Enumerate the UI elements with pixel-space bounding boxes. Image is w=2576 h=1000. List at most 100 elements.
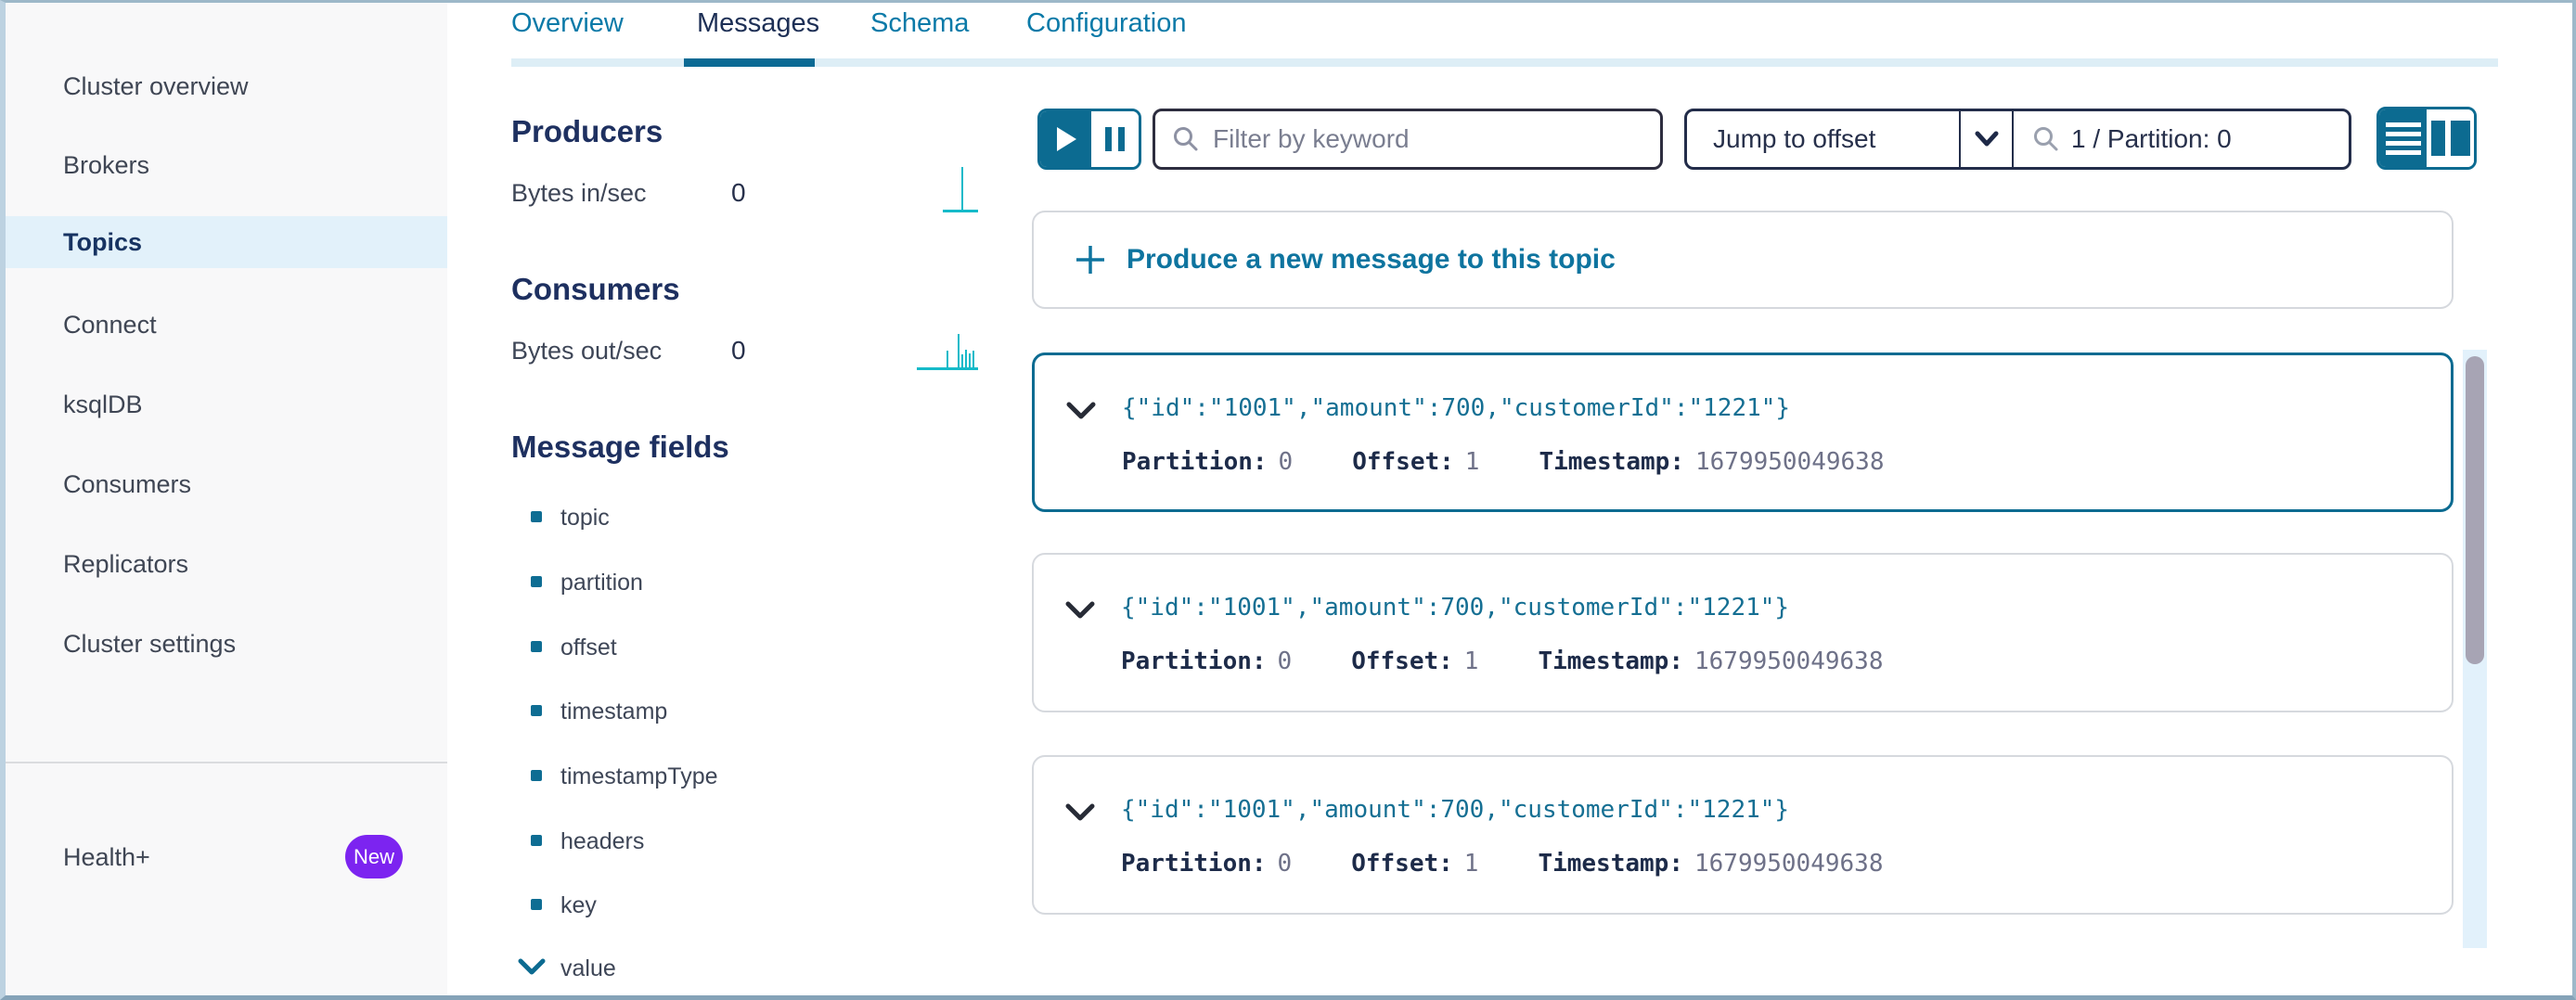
field-label: offset [560,635,617,660]
jump-to-offset-select[interactable]: Jump to offset [1687,111,1959,167]
sidebar-item-label: Cluster overview [63,72,249,100]
new-badge: New [345,835,403,878]
bytes-in-label: Bytes in/sec [511,179,647,207]
sidebar-item-connect[interactable]: Connect [6,299,447,351]
jump-to-offset-chevron[interactable] [1959,111,2014,167]
chevron-down-icon [1975,131,1998,147]
chevron-down-icon[interactable] [517,956,547,981]
tab-configuration[interactable]: Configuration [1026,8,1187,38]
field-label: partition [560,570,643,596]
field-row-offset[interactable]: offset [511,634,975,663]
message-json: {"id":"1001","amount":700,"customerId":"… [1121,796,1790,824]
sidebar-item-label: Cluster settings [63,630,237,658]
jump-to-offset-label: Jump to offset [1713,124,1876,153]
filter-input[interactable] [1213,124,1643,154]
split-view-icon [2430,121,2470,156]
sidebar-item-label: Consumers [63,470,192,498]
timestamp-value: 1679950049638 [1694,647,1884,675]
sidebar-item-label: Brokers [63,151,150,179]
search-icon [2034,127,2058,151]
bytes-in-value: 0 [731,178,746,207]
sidebar-item-cluster-settings[interactable]: Cluster settings [6,618,447,670]
list-view-icon [2385,122,2421,155]
sidebar-item-replicators[interactable]: Replicators [6,538,447,590]
tab-underline-track [511,58,2498,67]
timestamp-label: Timestamp: [1539,448,1684,476]
message-meta: Partition:0 Offset:1 Timestamp:167995004… [1121,647,1883,675]
scrollbar-thumb[interactable] [2466,356,2484,664]
offset-partition-input[interactable] [2071,124,2340,154]
field-label: headers [560,828,645,854]
partition-value: 0 [1277,647,1293,675]
message-card[interactable]: {"id":"1001","amount":700,"customerId":"… [1032,755,2454,915]
field-bullet-icon [531,705,542,716]
field-row-timestamp[interactable]: timestamp [511,698,975,727]
offset-value: 1 [1463,647,1479,675]
chevron-down-icon[interactable] [1064,400,1098,427]
view-mode-toggle [2376,107,2477,170]
field-label: value [560,955,616,981]
message-meta: Partition: 0 Offset: 1 Timestamp: 167995004… [1121,850,1883,878]
tab-schema[interactable]: Schema [870,8,970,38]
tab-overview[interactable]: Overview [511,8,624,38]
sidebar-item-consumers[interactable]: Consumers [6,458,447,510]
producers-heading: Producers [511,114,663,148]
field-row-headers[interactable]: headers [511,827,975,857]
field-label: timestamp [560,699,668,724]
sidebar-item-cluster-overview[interactable]: Cluster overview [6,60,447,112]
partition-value: 0 [1277,850,1293,878]
message-card[interactable]: {"id":"1001","amount":700,"customerId":"… [1032,353,2454,512]
field-row-partition[interactable]: partition [511,569,975,598]
sidebar-item-healthplus[interactable]: Health+ [63,843,150,871]
partition-label: Partition: [1122,448,1268,476]
message-fields-heading: Message fields [511,429,729,464]
produce-message-label: Produce a new message to this topic [1127,244,1616,275]
field-bullet-icon [531,641,542,652]
sidebar-item-label: Replicators [63,550,189,578]
timestamp-value: 1679950049638 [1694,448,1885,476]
partition-label: Partition: [1121,850,1267,878]
sidebar-item-label: Topics [63,228,143,256]
sidebar-divider [6,762,447,763]
offset-label: Offset: [1351,850,1453,878]
timestamp-value: 1679950049638 [1694,850,1884,878]
pause-icon [1105,127,1126,151]
produce-message-button[interactable]: Produce a new message to this topic [1032,211,2454,309]
list-view-button[interactable] [2379,109,2428,167]
message-card[interactable]: {"id":"1001","amount":700,"customerId":"… [1032,553,2454,712]
partition-label: Partition: [1121,647,1267,675]
sidebar-item-topics[interactable]: Topics [6,216,447,268]
split-view-button[interactable] [2427,109,2474,167]
sidebar-item-brokers[interactable]: Brokers [6,139,447,191]
timestamp-label: Timestamp: [1538,850,1683,878]
offset-label: Offset: [1352,448,1454,476]
play-icon [1057,127,1077,151]
jump-to-offset-combo: Jump to offset [1684,109,2351,170]
field-row-key[interactable]: key [511,891,975,921]
filter-input-wrap [1153,109,1663,170]
offset-label: Offset: [1351,647,1453,675]
play-button[interactable] [1040,111,1090,167]
offset-value: 1 [1463,850,1479,878]
chevron-down-icon[interactable] [1063,801,1097,828]
bytes-out-value: 0 [731,336,746,365]
tab-messages[interactable]: Messages [697,8,820,38]
field-row-topic[interactable]: topic [511,504,975,533]
pause-button[interactable] [1089,111,1139,167]
field-row-value[interactable]: value [511,955,975,984]
sidebar-item-ksqldb[interactable]: ksqlDB [6,378,447,430]
field-label: timestampType [560,763,718,789]
bytes-out-sparkline [917,331,978,370]
offset-value: 1 [1464,448,1480,476]
consumers-heading: Consumers [511,272,680,306]
field-bullet-icon [531,576,542,587]
field-bullet-icon [531,835,542,846]
field-row-timestamptype[interactable]: timestampType [511,763,975,792]
message-json: {"id":"1001","amount":700,"customerId":"… [1121,594,1790,622]
tab-active-underline [684,58,815,67]
field-label: topic [560,505,610,531]
chevron-down-icon[interactable] [1063,599,1097,626]
bytes-in-sparkline [943,167,978,212]
play-pause-toggle [1037,109,1141,170]
